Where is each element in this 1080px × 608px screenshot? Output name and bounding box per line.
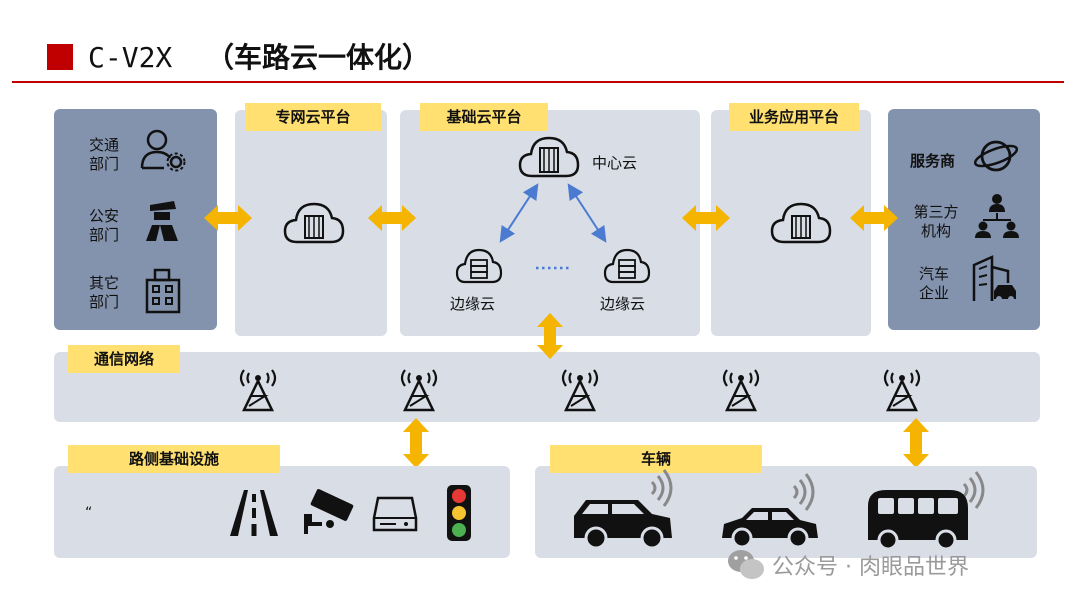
vehicles-tag: 车辆 [550,445,762,473]
roadside-tag: 路侧基础设施 [68,445,280,473]
car-factory-icon [972,255,1016,302]
arrow-base-to-network [537,313,563,359]
edge-cloud-right-icon [603,248,651,284]
cell-tower-icon [239,369,277,412]
other-dept-label: 其它 部门 [88,274,119,311]
base-cloud-tag: 基础云平台 [420,103,548,131]
roadside-panel [54,466,510,558]
business-platform-tag: 业务应用平台 [729,103,859,131]
business-cloud-icon [770,202,832,244]
page-title: C-V2X （车路云一体化） [88,36,430,76]
police-officer-icon [146,201,178,241]
arrow-network-to-vehicles [903,418,929,468]
third-party-label: 第三方 机构 [913,203,959,240]
network-tag: 通信网络 [68,345,180,373]
private-cloud-tag: 专网云平台 [245,103,381,131]
roadside-mark: “ [85,505,93,521]
planet-icon [973,140,1019,172]
arrow-private-to-base [368,205,416,231]
edge-cloud-left-label: 边缘云 [450,295,496,313]
watermark-text: 公众号 · 肉眼品世界 [772,555,969,580]
cell-tower-icon [883,369,921,412]
edge-cloud-right-label: 边缘云 [600,295,646,313]
network-band [54,352,1040,422]
bus-connected-icon [868,471,985,551]
transport-dept-label: 交通 部门 [88,136,119,173]
gov-departments-panel [54,109,217,330]
camera-icon [304,489,354,534]
title-marker [47,44,73,70]
title-subtitle: （车路云一体化） [206,41,431,74]
title-divider [12,81,1064,83]
center-cloud-icon [518,136,580,178]
building-icon [145,268,181,314]
arrow-business-to-partners [850,205,898,231]
auto-company-label: 汽车 企业 [918,265,949,302]
arrow-left-panel-to-private [204,205,252,231]
sedan-connected-icon [722,473,818,549]
title-code: C-V2X [88,41,173,74]
cell-tower-icon [722,369,760,412]
suv-connected-icon [574,469,673,550]
arrow-base-to-business [682,205,730,231]
road-icon [230,490,278,536]
cloud-link-arrows [499,183,607,270]
arrow-network-to-roadside [403,418,429,468]
traffic-light-icon [447,485,471,541]
center-cloud-label: 中心云 [592,154,638,172]
cell-tower-icon [561,369,599,412]
wechat-icon [728,550,764,579]
police-dept-label: 公安 部门 [88,207,119,244]
cell-tower-icon [400,369,438,412]
service-provider-label: 服务商 [910,152,956,170]
cloud-server-icon [283,202,345,244]
org-chart-icon [975,194,1019,238]
edge-cloud-left-icon [455,248,503,284]
private-cloud-panel [235,110,387,336]
roadside-unit-icon [372,496,418,532]
person-gear-icon [140,129,186,172]
